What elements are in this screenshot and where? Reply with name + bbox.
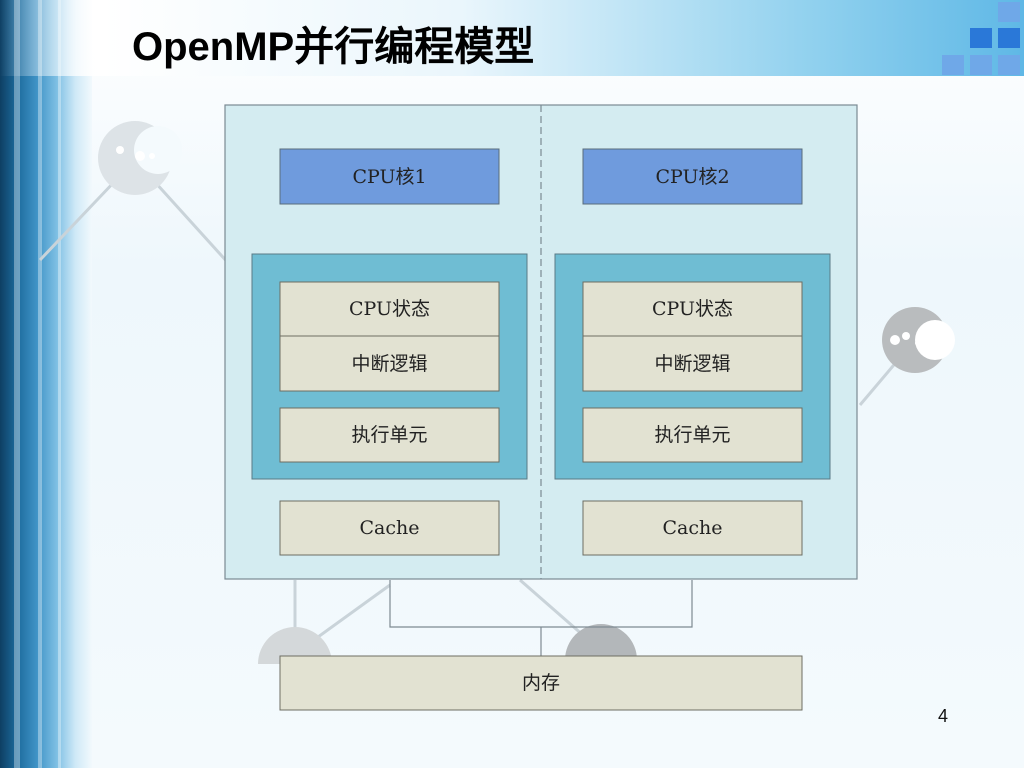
logo-square [998, 28, 1020, 48]
execution-unit-label-1: 执行单元 [351, 424, 427, 446]
logo-square [970, 28, 992, 48]
title-bar [0, 0, 1024, 76]
page-number: 4 [938, 706, 949, 726]
memory-label: 内存 [522, 672, 560, 694]
left-decorative-band [0, 0, 92, 768]
cache-bus-line [389, 580, 693, 628]
band-streak [58, 0, 61, 768]
cpu-core-2-header [582, 148, 803, 205]
cpu-core-2-label: CPU核2 [655, 166, 729, 188]
execution-unit-box-2 [582, 407, 803, 463]
deco-disc [882, 307, 955, 373]
deco-disc [98, 121, 182, 195]
interrupt-logic-label-1: 中断逻辑 [351, 353, 427, 375]
cache-box-2 [582, 500, 803, 556]
logo-square [998, 2, 1020, 22]
deco-half-disc [565, 624, 637, 660]
cpu-core-1-label: CPU核1 [352, 166, 426, 188]
band-streak [38, 0, 42, 768]
cache-box-1 [279, 500, 500, 556]
logo-square [998, 55, 1020, 75]
cpu-state-label-2: CPU状态 [652, 298, 733, 320]
band-streak [14, 0, 20, 768]
logo-square [942, 55, 964, 75]
execution-unit-box-1 [279, 407, 500, 463]
cache-memory-connectors [389, 580, 693, 656]
cpu-state-label-1: CPU状态 [349, 298, 430, 320]
cpu-state-box-2 [582, 281, 803, 337]
cache-label-2: Cache [663, 517, 723, 539]
logo-square [970, 55, 992, 75]
cpu-state-box-1 [279, 281, 500, 337]
cache-label-1: Cache [360, 517, 420, 539]
slide-title: OpenMP并行编程模型 [132, 25, 535, 69]
interrupt-logic-box-2 [582, 335, 803, 392]
logo-squares [0, 0, 1024, 80]
execution-unit-label-2: 执行单元 [654, 424, 730, 446]
deco-half-disc [258, 627, 332, 664]
interrupt-logic-box-1 [279, 335, 500, 392]
interrupt-logic-label-2: 中断逻辑 [654, 353, 730, 375]
cpu-core-1-header [279, 148, 500, 205]
memory-box [279, 655, 803, 711]
